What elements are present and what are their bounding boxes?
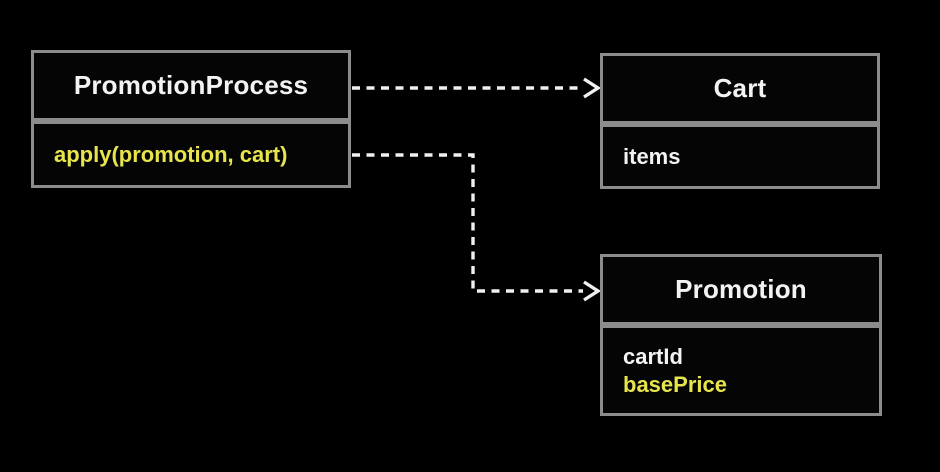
compartment-divider <box>603 121 877 127</box>
connector-apply-to-promotion <box>352 153 602 302</box>
member-apply-method: apply(promotion, cart) <box>54 142 288 167</box>
connector-promotionprocess-to-cart <box>352 77 602 99</box>
class-box-promotion: Promotion cartId basePrice <box>600 254 882 416</box>
compartment-divider <box>603 322 879 328</box>
class-box-promotion-process: PromotionProcess apply(promotion, cart) <box>31 50 351 188</box>
member-baseprice: basePrice <box>623 372 727 397</box>
dashed-line <box>352 153 583 293</box>
class-box-cart: Cart items <box>600 53 880 189</box>
open-arrowhead-icon <box>583 77 602 99</box>
compartment-divider <box>34 118 348 124</box>
class-members-promotion-process: apply(promotion, cart) <box>34 124 348 185</box>
class-title-promotion-process: PromotionProcess <box>73 70 309 100</box>
class-title-cart: Cart <box>713 73 767 103</box>
class-title-promotion: Promotion <box>675 274 807 304</box>
class-members-promotion: cartId basePrice <box>603 328 879 413</box>
member-items: items <box>623 144 681 169</box>
class-members-cart: items <box>603 127 877 186</box>
member-cartid: cartId <box>623 344 683 369</box>
open-arrowhead-icon <box>583 280 602 302</box>
